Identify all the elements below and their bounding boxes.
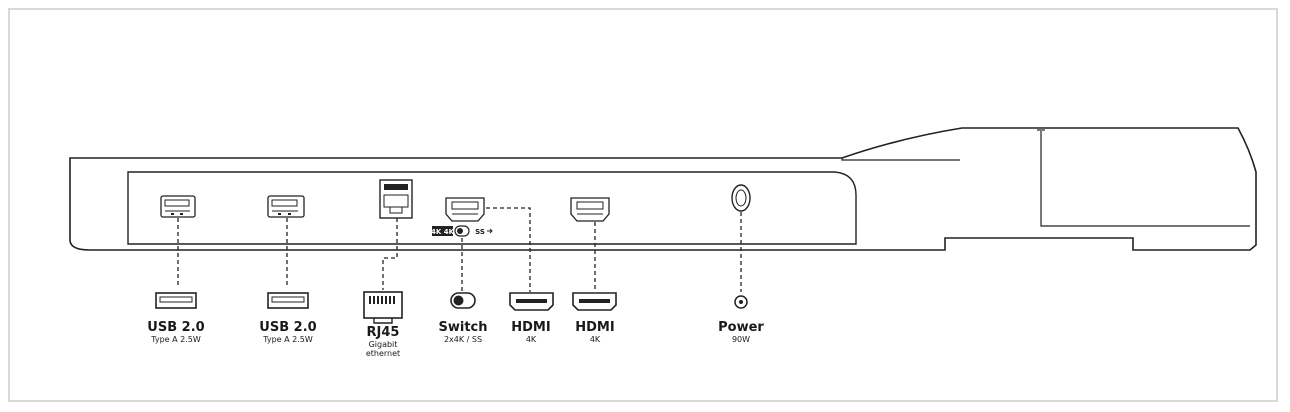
port-label-usb1: USB 2.0 Type A 2.5W xyxy=(147,320,204,344)
port-label-hdmi2: HDMI 4K xyxy=(575,320,614,344)
connector-line-hdmi1 xyxy=(486,207,531,292)
port-name: Switch xyxy=(438,320,487,335)
port-label-hdmi1: HDMI 4K xyxy=(511,320,550,344)
port-label-power: Power 90W xyxy=(718,320,764,344)
hdmi-port-on-device-1 xyxy=(445,197,485,222)
port-spec: 4K xyxy=(526,335,537,344)
port-name: USB 2.0 xyxy=(259,320,316,335)
power-port-on-device xyxy=(731,184,751,212)
device-body xyxy=(69,127,1257,251)
hdmi-icon xyxy=(509,292,554,311)
port-name: USB 2.0 xyxy=(147,320,204,335)
usb-a-icon xyxy=(155,292,197,309)
port-name: RJ45 xyxy=(367,325,400,340)
diagram-frame xyxy=(8,8,1278,402)
connector-line-rj45 xyxy=(382,218,398,290)
port-spec: 2x4K / SS xyxy=(444,335,482,344)
port-label-rj45: RJ45 Gigabit ethernet xyxy=(366,325,400,358)
port-name: HDMI xyxy=(511,320,550,335)
toggle-switch-icon xyxy=(450,292,476,309)
port-name: Power xyxy=(718,320,764,335)
hdmi-port-on-device-2 xyxy=(570,197,610,222)
port-spec: Type A 2.5W xyxy=(150,335,201,344)
rj45-port-on-device xyxy=(379,179,413,219)
switch-legend-left: 4K 4K xyxy=(431,228,455,236)
switch-legend-right: SS xyxy=(475,228,485,236)
usb-port-on-device-1 xyxy=(160,195,196,218)
dc-power-icon xyxy=(734,295,748,309)
port-spec: Gigabit xyxy=(369,340,398,349)
switch-legend: 4K 4K SS xyxy=(431,225,493,237)
usb-port-on-device-2 xyxy=(267,195,305,218)
port-spec: Type A 2.5W xyxy=(262,335,313,344)
port-spec: 90W xyxy=(732,335,750,344)
port-label-usb2: USB 2.0 Type A 2.5W xyxy=(259,320,316,344)
port-name: HDMI xyxy=(575,320,614,335)
port-spec: ethernet xyxy=(366,349,400,358)
port-label-switch: Switch 2x4K / SS xyxy=(438,320,487,344)
usb-a-icon xyxy=(267,292,309,309)
port-spec: 4K xyxy=(590,335,601,344)
ethernet-icon xyxy=(363,291,403,324)
hdmi-icon xyxy=(572,292,617,311)
